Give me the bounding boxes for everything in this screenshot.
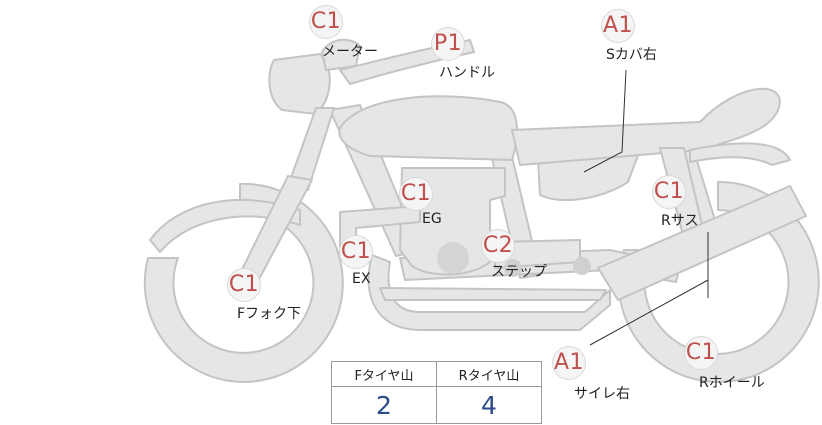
headlight <box>268 53 331 115</box>
tail <box>689 142 791 166</box>
part-label-handle: ハンドル <box>439 65 495 81</box>
part-label-rear-suspension: Rサス <box>661 213 699 229</box>
engine-case <box>437 242 469 274</box>
front-wheel <box>143 182 344 383</box>
part-label-ex: EX <box>352 271 371 287</box>
grade-marker-s-cover-right: A1 <box>601 9 635 43</box>
front-tire-tread-value: 2 <box>331 386 437 424</box>
grade-marker-rear-suspension: C1 <box>652 175 686 209</box>
grade-marker-silencer-right: A1 <box>552 346 586 380</box>
muffler <box>597 185 807 301</box>
front-fork-upper <box>287 107 335 191</box>
tire-table-header-row: Fタイヤ山 Rタイヤ山 <box>331 361 542 387</box>
part-label-meter: メーター <box>322 44 378 60</box>
grade-marker-rear-wheel: C1 <box>684 336 718 370</box>
part-label-eg: EG <box>422 211 442 227</box>
grade-marker-ex: C1 <box>339 235 373 269</box>
meter <box>321 38 361 71</box>
fuel-tank <box>338 95 518 161</box>
rear-peg <box>573 257 591 275</box>
leader-line-s-cover <box>583 69 627 173</box>
side-cover <box>537 149 641 202</box>
rear-tire-tread-header: Rタイヤ山 <box>436 361 542 387</box>
front-fender <box>149 199 301 253</box>
exhaust-pipe-lower <box>379 287 607 301</box>
part-label-silencer-right: サイレ右 <box>574 386 630 402</box>
leader-line-silencer <box>589 279 709 346</box>
part-label-s-cover-right: Sカバ右 <box>606 47 657 63</box>
grade-marker-eg: C1 <box>399 177 433 211</box>
rear-tire-tread-value: 4 <box>436 386 542 424</box>
grade-marker-meter: C1 <box>309 5 343 39</box>
tire-tread-table: Fタイヤ山 Rタイヤ山 2 4 <box>331 361 542 424</box>
part-label-step: ステップ <box>491 264 547 280</box>
part-label-front-fork-lower: Fフォク下 <box>237 306 302 322</box>
part-label-rear-wheel: Rホイール <box>699 375 765 391</box>
grade-marker-front-fork-lower: C1 <box>227 268 261 302</box>
step-peg <box>504 259 522 277</box>
front-tire-tread-header: Fタイヤ山 <box>331 361 437 387</box>
grade-marker-step: C2 <box>481 229 515 263</box>
grade-marker-handle: P1 <box>431 27 465 61</box>
tire-table-value-row: 2 4 <box>331 386 542 424</box>
